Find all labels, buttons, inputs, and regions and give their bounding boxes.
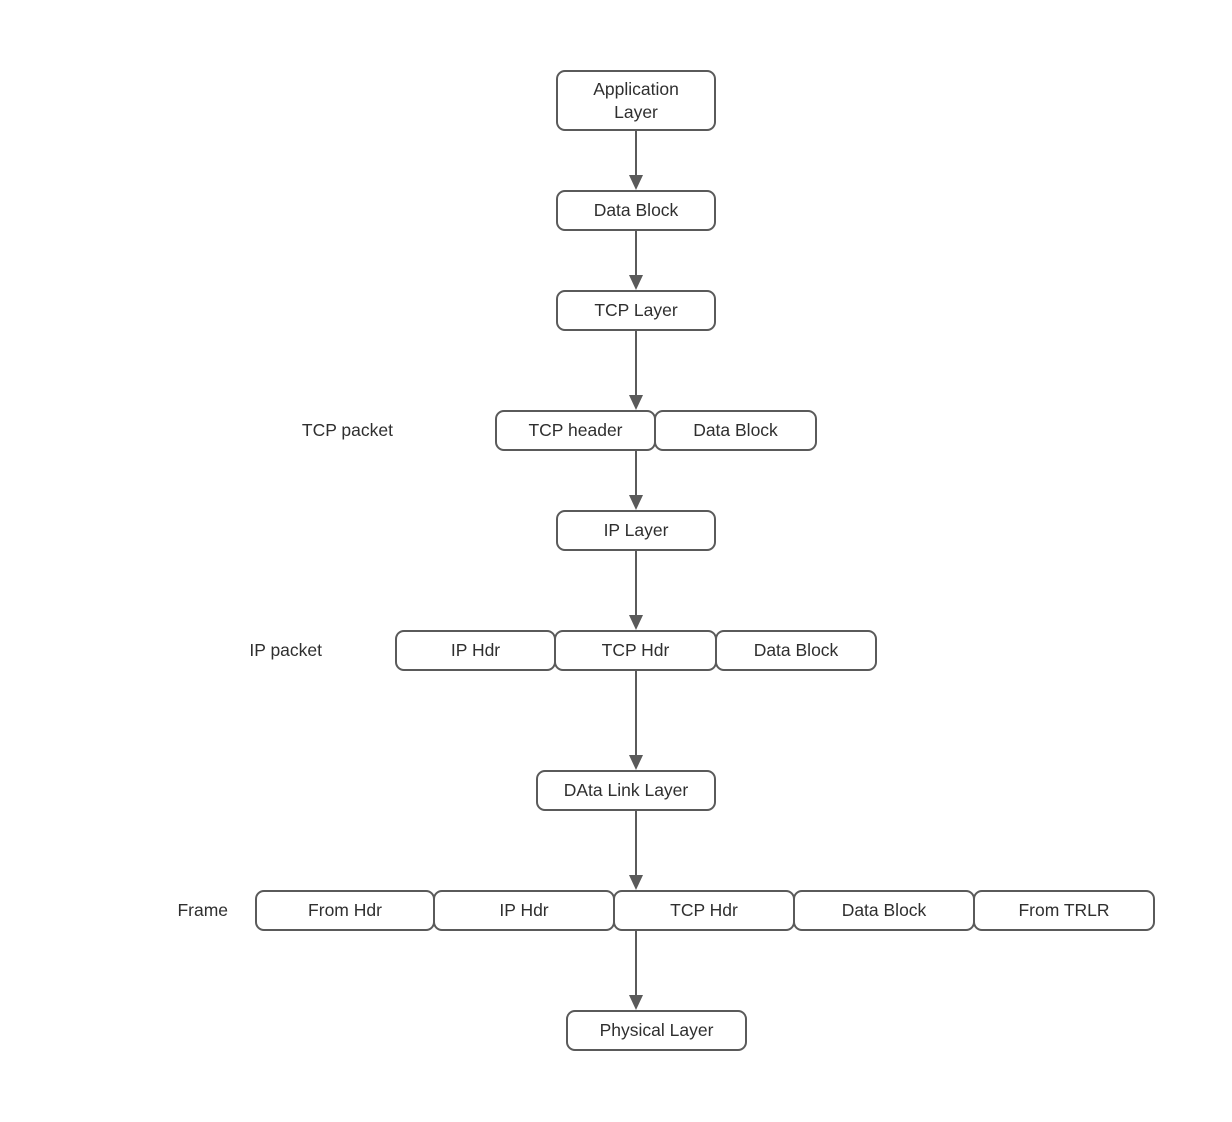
arrow-tcp-layer-to-tcp-packet	[629, 331, 643, 410]
arrow-ip-packet-to-data-link-layer	[629, 671, 643, 770]
node-data-block[interactable]: Data Block	[556, 190, 716, 231]
cell-from-hdr[interactable]: From Hdr	[255, 890, 435, 931]
cell-from-trlr[interactable]: From TRLR	[973, 890, 1155, 931]
row-tcp-packet: TCP header Data Block	[495, 410, 817, 451]
cell-tcp-hdr[interactable]: TCP Hdr	[613, 890, 795, 931]
arrow-data-link-layer-to-frame	[629, 811, 643, 890]
cell-data-block[interactable]: Data Block	[654, 410, 817, 451]
arrow-data-block-to-tcp-layer	[629, 231, 643, 290]
cell-tcp-hdr[interactable]: TCP Hdr	[554, 630, 717, 671]
row-label-frame: Frame	[177, 900, 228, 920]
cell-data-block[interactable]: Data Block	[715, 630, 877, 671]
cell-ip-hdr[interactable]: IP Hdr	[395, 630, 556, 671]
cell-data-block[interactable]: Data Block	[793, 890, 975, 931]
cell-tcp-header[interactable]: TCP header	[495, 410, 656, 451]
cell-ip-hdr[interactable]: IP Hdr	[433, 890, 615, 931]
arrow-tcp-packet-to-ip-layer	[629, 451, 643, 510]
arrow-application-to-data-block	[629, 131, 643, 190]
row-label-tcp-packet: TCP packet	[301, 420, 393, 440]
node-application-layer[interactable]: Application Layer	[556, 70, 716, 131]
row-ip-packet: IP Hdr TCP Hdr Data Block	[395, 630, 877, 671]
row-label-ip-packet: IP packet	[249, 640, 322, 660]
node-physical-layer[interactable]: Physical Layer	[566, 1010, 747, 1051]
arrow-frame-to-physical-layer	[629, 931, 643, 1010]
node-ip-layer[interactable]: IP Layer	[556, 510, 716, 551]
node-data-link-layer[interactable]: DAta Link Layer	[536, 770, 716, 811]
arrow-ip-layer-to-ip-packet	[629, 551, 643, 630]
row-frame: From Hdr IP Hdr TCP Hdr Data Block From …	[255, 890, 1157, 931]
node-tcp-layer[interactable]: TCP Layer	[556, 290, 716, 331]
